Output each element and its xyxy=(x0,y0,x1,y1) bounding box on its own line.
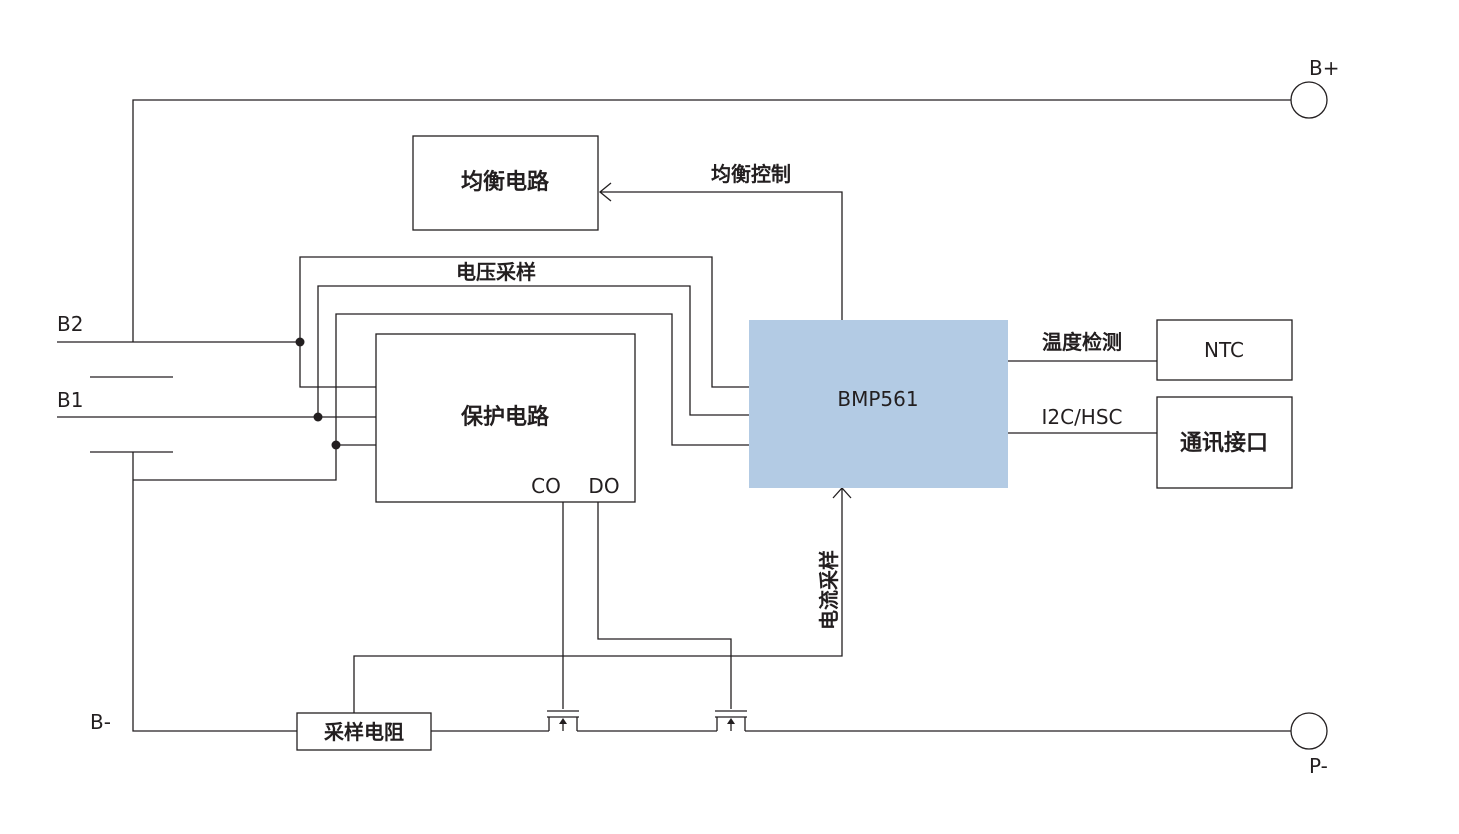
vsample-line-2 xyxy=(317,285,749,417)
do-pin-label: DO xyxy=(588,474,619,498)
mosfet-discharge xyxy=(715,710,747,731)
ntc-box xyxy=(1156,319,1293,381)
b-minus-label: B- xyxy=(90,710,111,734)
protection-circuit-box xyxy=(375,333,636,503)
b2-label: B2 xyxy=(57,312,83,336)
balance-circuit-label: 均衡电路 xyxy=(461,169,550,195)
b-minus-to-protection xyxy=(133,444,376,481)
junction-b-minus xyxy=(331,440,341,450)
ntc-label: NTC xyxy=(1204,338,1244,362)
sense-resistor-box xyxy=(296,712,432,751)
b-minus-rail xyxy=(132,452,297,732)
protection-circuit-label: 保护电路 xyxy=(460,404,550,430)
vsample-line-1 xyxy=(299,342,376,388)
comm-interface-box xyxy=(1156,396,1293,489)
p-minus-label: P- xyxy=(1309,754,1328,778)
balance-circuit-box xyxy=(412,135,599,231)
b-plus-terminal-icon xyxy=(1290,81,1328,119)
balance-control-line xyxy=(600,191,843,320)
b1-label: B1 xyxy=(57,388,83,412)
junction-b1 xyxy=(313,412,323,422)
balance-control-label: 均衡控制 xyxy=(711,162,791,186)
voltage-sampling-label: 电压采样 xyxy=(456,260,536,284)
vsample-line-3 xyxy=(335,313,749,446)
junctions xyxy=(295,337,341,450)
vsample-line-1-upper xyxy=(299,256,749,388)
bmp561-chip-box xyxy=(749,320,1008,488)
junction-b2 xyxy=(295,337,305,347)
sense-resistor-label: 采样电阻 xyxy=(324,720,404,744)
comm-interface-label: 通讯接口 xyxy=(1180,431,1268,456)
labels: B+ P- B2 B1 B- 均衡电路 保护电路 CO DO BMP561 NT… xyxy=(57,56,1339,778)
p-minus-terminal-icon xyxy=(1290,712,1328,750)
b-plus-label: B+ xyxy=(1309,56,1339,80)
do-gate-line xyxy=(597,502,732,709)
current-sample-line xyxy=(353,488,843,713)
co-pin-label: CO xyxy=(531,474,561,498)
chip-label: BMP561 xyxy=(837,387,918,411)
temperature-detection-label: 温度检测 xyxy=(1042,330,1122,354)
i2c-hsc-label: I2C/HSC xyxy=(1041,405,1122,429)
wires xyxy=(57,99,1291,732)
balance-arrowhead xyxy=(598,182,612,202)
mosfet-charge xyxy=(547,710,579,731)
current-sampling-label: 电流采样 xyxy=(817,550,841,630)
b-plus-rail xyxy=(132,99,1291,342)
